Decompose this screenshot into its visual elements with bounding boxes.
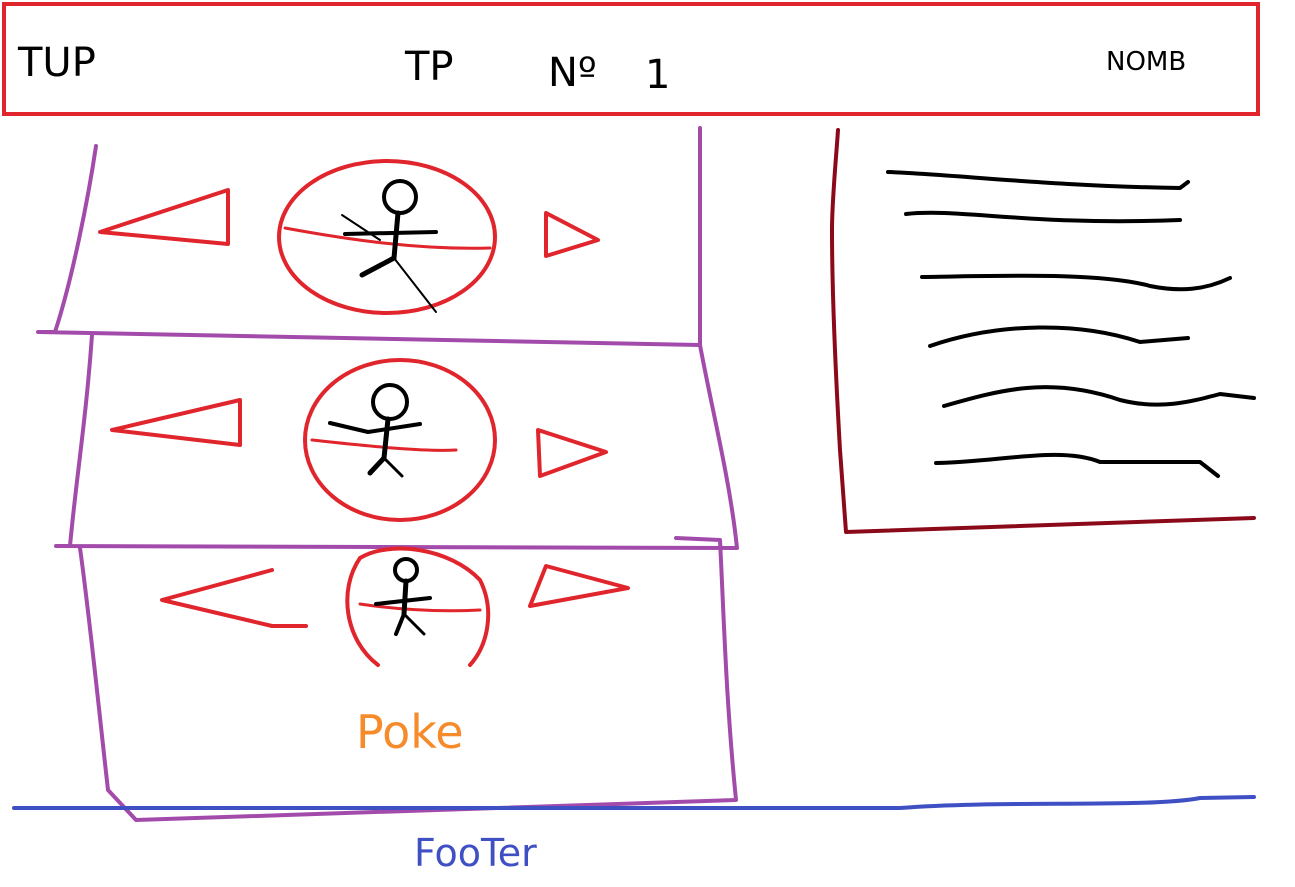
header-title-prefix: TP [404, 44, 454, 90]
text-line-5 [942, 385, 1256, 408]
sidebar-text-block [830, 128, 1256, 534]
header-title-number: 1 [645, 52, 670, 98]
text-line-1 [886, 170, 1190, 190]
sidebar-frame [830, 128, 1256, 534]
avatar-circle[interactable] [345, 546, 491, 667]
text-line-6 [934, 452, 1220, 478]
header-left-text: TUP [17, 40, 96, 86]
triangle-left-icon[interactable] [110, 398, 242, 447]
text-line-4 [928, 325, 1190, 348]
triangle-right-icon[interactable] [528, 564, 630, 608]
carousel-slide-1 [36, 126, 702, 347]
carousel-slide-2 [54, 333, 739, 550]
stick-figure-icon [341, 179, 438, 313]
avatar-circle[interactable] [277, 159, 497, 315]
carousel-caption: Poke [356, 705, 464, 759]
header-title-number-sign: Nº [548, 50, 597, 96]
text-line-3 [920, 273, 1232, 292]
stick-figure-icon [374, 557, 432, 636]
triangle-right-icon[interactable] [544, 211, 600, 258]
footer: FooTer [12, 795, 1256, 875]
triangle-left-icon[interactable] [98, 188, 230, 246]
header-frame [2, 2, 1260, 116]
footer-line [12, 795, 1256, 810]
triangle-left-icon[interactable] [160, 568, 308, 628]
text-line-2 [904, 210, 1182, 224]
slide-1-frame [36, 126, 702, 347]
header-right-text: NOMB [1106, 47, 1186, 77]
stick-figure-icon [328, 383, 422, 478]
slide-2-frame [54, 333, 739, 550]
triangle-right-icon[interactable] [536, 428, 608, 478]
avatar-circle[interactable] [303, 358, 497, 522]
header: TUP TP Nº 1 NOMB [2, 2, 1260, 116]
carousel-slide-3: Poke [78, 536, 738, 822]
slide-3-frame [78, 536, 738, 822]
footer-label: FooTer [414, 831, 537, 875]
